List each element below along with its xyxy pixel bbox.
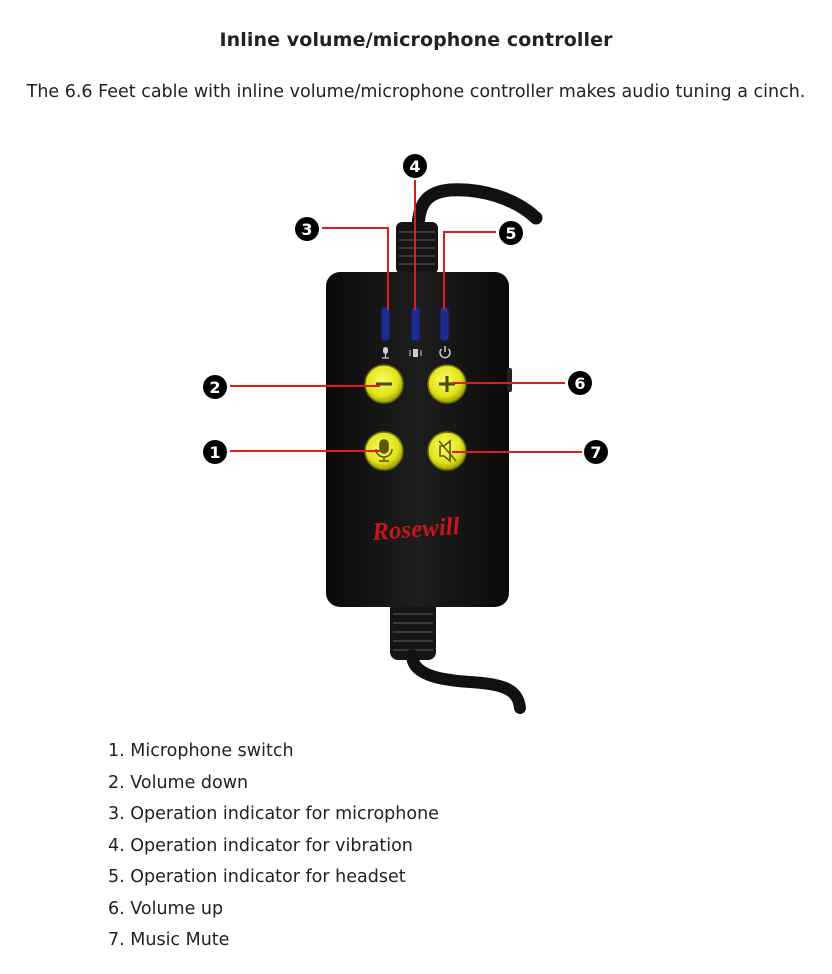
leader-line-5 [443,231,496,310]
intro-text: The 6.6 Feet cable with inline volume/mi… [26,82,806,102]
led-labels [382,346,451,359]
callout-2: 2 [203,375,227,399]
list-item: 2. Volume down [108,772,249,793]
list-item: 1. Microphone switch [108,741,294,761]
mic-switch-button [364,431,404,471]
speaker-mute-icon [438,439,457,463]
list-item: 5. Operation indicator for headset [108,867,406,887]
brand-logo: Rosewill [370,513,460,546]
controller-figure: Rosewill 1 2 3 [0,130,832,720]
top-strain-relief [396,222,438,274]
mic-indicator-led [380,306,391,342]
callout-6: 6 [568,371,592,395]
callout-markers: 1 2 3 4 5 6 7 [203,154,608,464]
list-item: 3. Operation indicator for microphone [108,804,439,824]
power-small-icon [439,346,451,359]
controller-body [326,272,509,607]
volume-down-button [364,364,404,404]
music-mute-button [427,431,467,471]
callout-3-label: 3 [301,220,312,239]
headset-indicator-led [439,306,450,342]
feature-list: 1. Microphone switch 2. Volume down 3. O… [108,736,439,957]
controller-illustration: Rosewill 1 2 3 [203,154,608,714]
callout-4-label: 4 [409,157,420,176]
vibration-small-icon [409,349,422,357]
callout-3: 3 [295,217,319,241]
vibration-indicator-led [410,306,421,342]
callout-1-label: 1 [209,443,220,462]
mic-small-icon [382,347,389,359]
list-item: 6. Volume up [108,898,224,919]
callout-7-label: 7 [590,443,601,462]
callout-5: 5 [499,221,523,245]
top-cable [411,183,543,237]
callout-1: 1 [203,440,227,464]
list-item: 4. Operation indicator for vibration [108,835,413,856]
leader-lines [230,180,582,453]
callout-2-label: 2 [209,378,220,397]
list-item: 7. Music Mute [108,930,230,950]
callout-6-label: 6 [574,374,585,393]
callout-7: 7 [584,440,608,464]
bottom-cable [406,649,526,714]
leader-line-3 [322,227,389,310]
page-title: Inline volume/microphone controller [219,29,613,51]
callout-5-label: 5 [505,224,516,243]
callout-4: 4 [403,154,427,178]
